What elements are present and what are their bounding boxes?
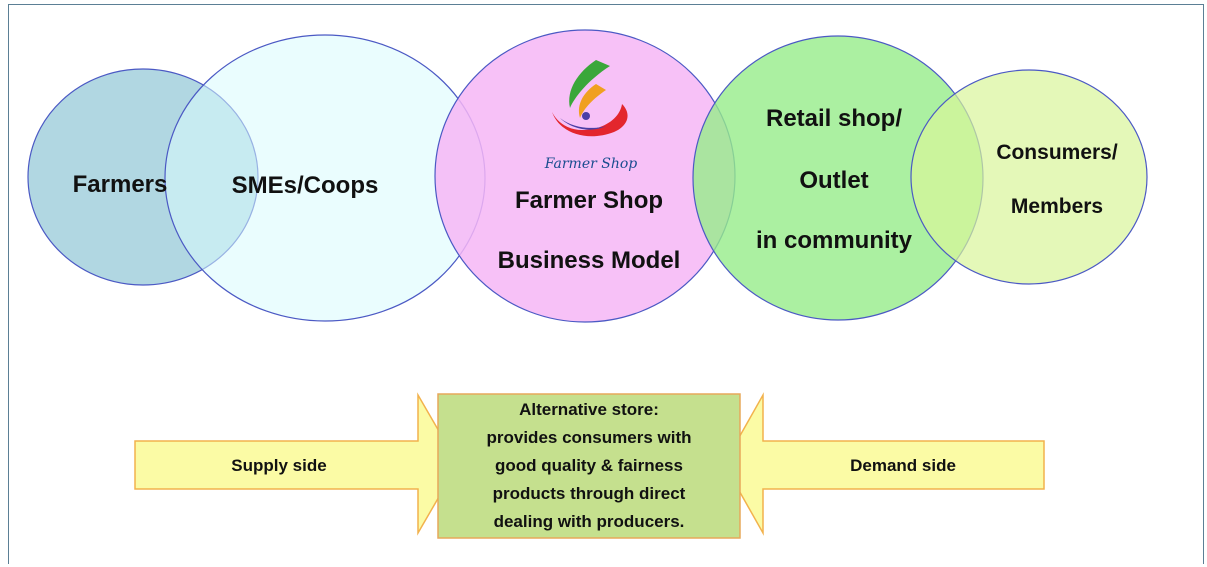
center-box-line3: good quality & fairness <box>495 456 683 475</box>
smes-label: SMEs/Coops <box>232 172 379 199</box>
center-box-line4: products through direct <box>493 484 686 503</box>
farmer-shop-label-line1: Farmer Shop <box>515 187 663 214</box>
supply-label: Supply side <box>231 456 326 475</box>
diagram-frame <box>8 4 1204 564</box>
demand-label: Demand side <box>850 456 956 475</box>
demand-arrow <box>723 392 1045 536</box>
consumers-circle <box>910 69 1148 285</box>
farmers-label: Farmers <box>73 171 168 198</box>
consumers-label-line2: Members <box>1011 195 1103 218</box>
logo-text: Farmer Shop <box>544 156 638 172</box>
center-box-line5: dealing with producers. <box>494 512 685 531</box>
retail-label-line3: in community <box>756 227 913 254</box>
retail-label-line1: Retail shop/ <box>766 105 902 132</box>
center-box-line1: Alternative store: <box>519 400 659 419</box>
center-box <box>437 393 741 539</box>
consumers-label-line1: Consumers/ <box>996 141 1118 164</box>
farmer-shop-logo: Farmer Shop <box>544 60 638 172</box>
retail-label-line2: Outlet <box>799 167 868 194</box>
farmer-shop-label-line2: Business Model <box>498 247 681 274</box>
center-box-line2: provides consumers with <box>487 428 692 447</box>
